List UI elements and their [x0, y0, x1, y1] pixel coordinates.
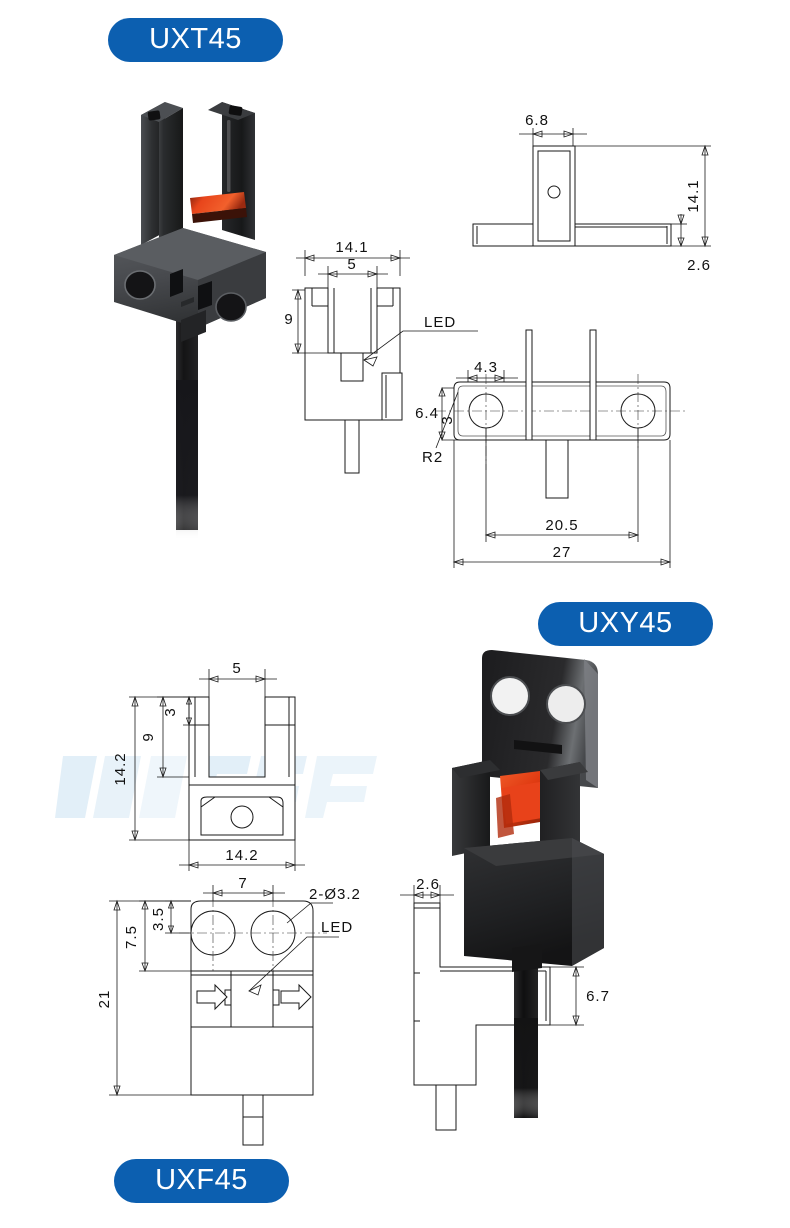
dim-label-14-2-horizontal: 14.2: [225, 847, 258, 864]
uxt45-sensor-photo: [114, 102, 266, 540]
dim-label-6-8: 6.8: [525, 112, 549, 129]
uxf45-side-view: 2.6 6.7: [400, 876, 610, 1131]
dim-label-20-5: 20.5: [545, 517, 578, 534]
model-badge-uxf45: UXF45: [114, 1159, 289, 1203]
uxf45-front-view: 5 3 9 14.2 14.2: [112, 660, 305, 871]
dim-label-14-1-front: 14.1: [335, 239, 368, 256]
dim-label-3: 3: [439, 415, 456, 424]
dim-label-2-6-side: 2.6: [687, 257, 711, 274]
dim-label-21: 21: [96, 990, 113, 1009]
uxt45-front-view: 14.1 5 9 LED: [284, 239, 478, 474]
dim-label-3-5: 3.5: [150, 907, 167, 931]
dim-label-5-front: 5: [347, 256, 356, 273]
model-badge-uxf45-label: UXF45: [155, 1163, 248, 1196]
uxt45-top-view: 6.4 3 4.3 R2 20.5: [415, 329, 688, 568]
beam-arrow-icon-right: [280, 983, 312, 1011]
dim-label-7-uxf: 7: [238, 875, 247, 892]
dim-label-3-uxf: 3: [162, 707, 179, 716]
model-badge-uxt45: UXT45: [108, 18, 283, 62]
dim-label-9-front: 9: [284, 311, 293, 328]
dim-label-14-2-vertical: 14.2: [112, 752, 129, 785]
callout-label-led-front: LED: [424, 314, 456, 331]
model-badge-uxy45-label: UXY45: [578, 606, 673, 639]
dim-label-6-4: 6.4: [415, 405, 439, 422]
model-badge-uxt45-label: UXT45: [149, 22, 242, 55]
model-badge-uxy45: UXY45: [538, 602, 713, 646]
callout-label-led-uxf: LED: [321, 919, 353, 936]
dim-label-7-5: 7.5: [123, 925, 140, 949]
dim-label-14-1-side: 14.1: [685, 179, 702, 212]
dim-label-27: 27: [553, 544, 572, 561]
callout-label-r2: R2: [422, 449, 443, 466]
dim-label-4-3: 4.3: [474, 359, 498, 376]
uxf45-top-view: 7 3.5 7.5: [96, 875, 361, 1146]
dim-label-2-6-uxf: 2.6: [416, 876, 440, 893]
callout-label-hole-spec: 2-Ø3.2: [309, 886, 361, 903]
dim-label-5-uxf: 5: [232, 660, 241, 677]
uxt45-side-view: 6.8 14.1 2.6: [472, 112, 711, 274]
dim-label-6-7: 6.7: [586, 988, 610, 1005]
dim-label-9-uxf: 9: [140, 732, 157, 741]
uxy45-sensor-photo: [452, 650, 604, 1118]
beam-arrow-icon-left: [196, 983, 228, 1011]
